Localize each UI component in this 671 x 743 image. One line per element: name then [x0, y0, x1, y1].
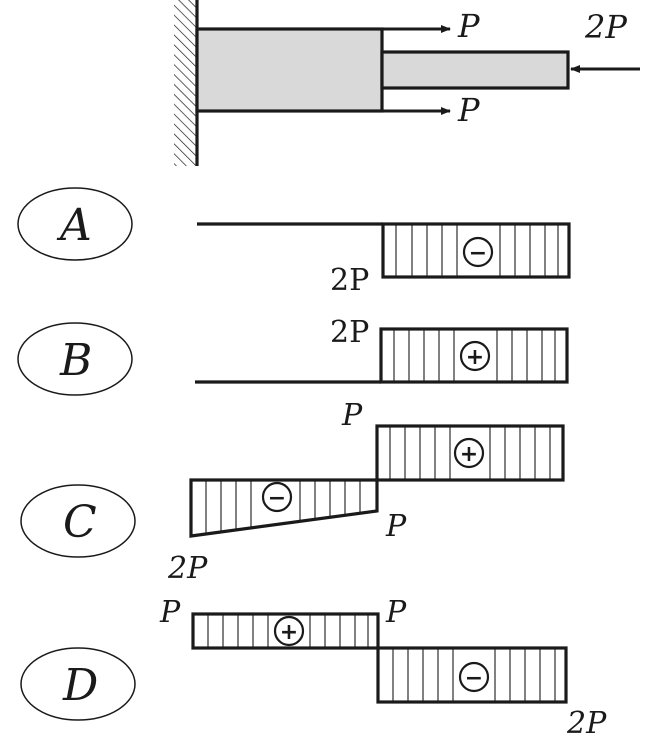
diagram-c-sign-pos: +: [460, 442, 478, 467]
force-label-top: P: [457, 7, 480, 45]
diagram-c-region-positive: [375, 424, 565, 482]
option-a-letter: A: [56, 200, 92, 251]
diagram-a-sign-circle: [462, 236, 494, 268]
option-c-ellipse[interactable]: [20, 484, 136, 558]
diagram-b-region: [379, 327, 569, 384]
option-c[interactable]: C + −: [20, 398, 565, 586]
diagram-c-label-2p: 2P: [167, 551, 208, 586]
force-label-end: 2P: [584, 8, 627, 46]
fixed-wall: [174, 0, 196, 166]
diagram-d-hatch-positive: [207, 614, 369, 648]
diagram-a-label-2p: 2P: [330, 263, 369, 298]
option-d[interactable]: D +: [20, 595, 607, 741]
diagram-c-hatch-positive: [389, 426, 551, 480]
diagram-c-sign-neg-circle: [261, 481, 293, 513]
diagram-c-label-p-top: P: [341, 398, 363, 433]
diagram-a-hatch: [395, 224, 559, 277]
option-c-letter: C: [63, 497, 97, 548]
diagram-c-hatch-negative: [205, 480, 361, 534]
diagram-d-hatch-negative: [392, 648, 556, 702]
option-b-ellipse[interactable]: [17, 322, 133, 396]
diagram-d-label-p-mid: P: [385, 595, 407, 630]
diagram-d-label-2p: 2P: [566, 706, 607, 741]
force-label-bottom: P: [457, 91, 480, 129]
diagram-b-hatch: [393, 329, 556, 382]
diagram-b-sign: +: [466, 345, 484, 370]
option-d-letter: D: [62, 660, 98, 711]
diagram-c-region-negative: [189, 478, 379, 538]
beam-figure: P P 2P: [174, 0, 640, 166]
diagram-a-sign: −: [469, 241, 487, 266]
diagram-d-sign-neg: −: [465, 666, 483, 691]
diagram-d-sign-neg-circle: [458, 661, 490, 693]
diagram-b-label-2p: 2P: [330, 315, 369, 350]
diagram-d-sign-pos: +: [280, 620, 298, 645]
diagram-d-sign-pos-circle: [273, 615, 305, 647]
diagram-c-label-p-mid: P: [385, 509, 407, 544]
option-b-letter: B: [59, 335, 92, 386]
diagram-d-region-negative: [376, 646, 568, 704]
option-a[interactable]: A − 2P: [17, 187, 571, 298]
diagram-c-sign-pos-circle: [453, 437, 485, 469]
diagram-a-region: [381, 222, 571, 279]
diagram-d-region-positive: [191, 612, 380, 650]
diagram-b-sign-circle: [459, 340, 491, 372]
diagram-d-label-p-left: P: [159, 595, 181, 630]
option-a-ellipse[interactable]: [17, 187, 133, 261]
option-d-ellipse[interactable]: [20, 647, 136, 721]
option-b[interactable]: B + 2P: [17, 315, 569, 396]
beam-thin-section: [380, 50, 570, 90]
diagram-c-sign-neg: −: [268, 486, 286, 511]
beam-thick-section: [195, 27, 384, 113]
